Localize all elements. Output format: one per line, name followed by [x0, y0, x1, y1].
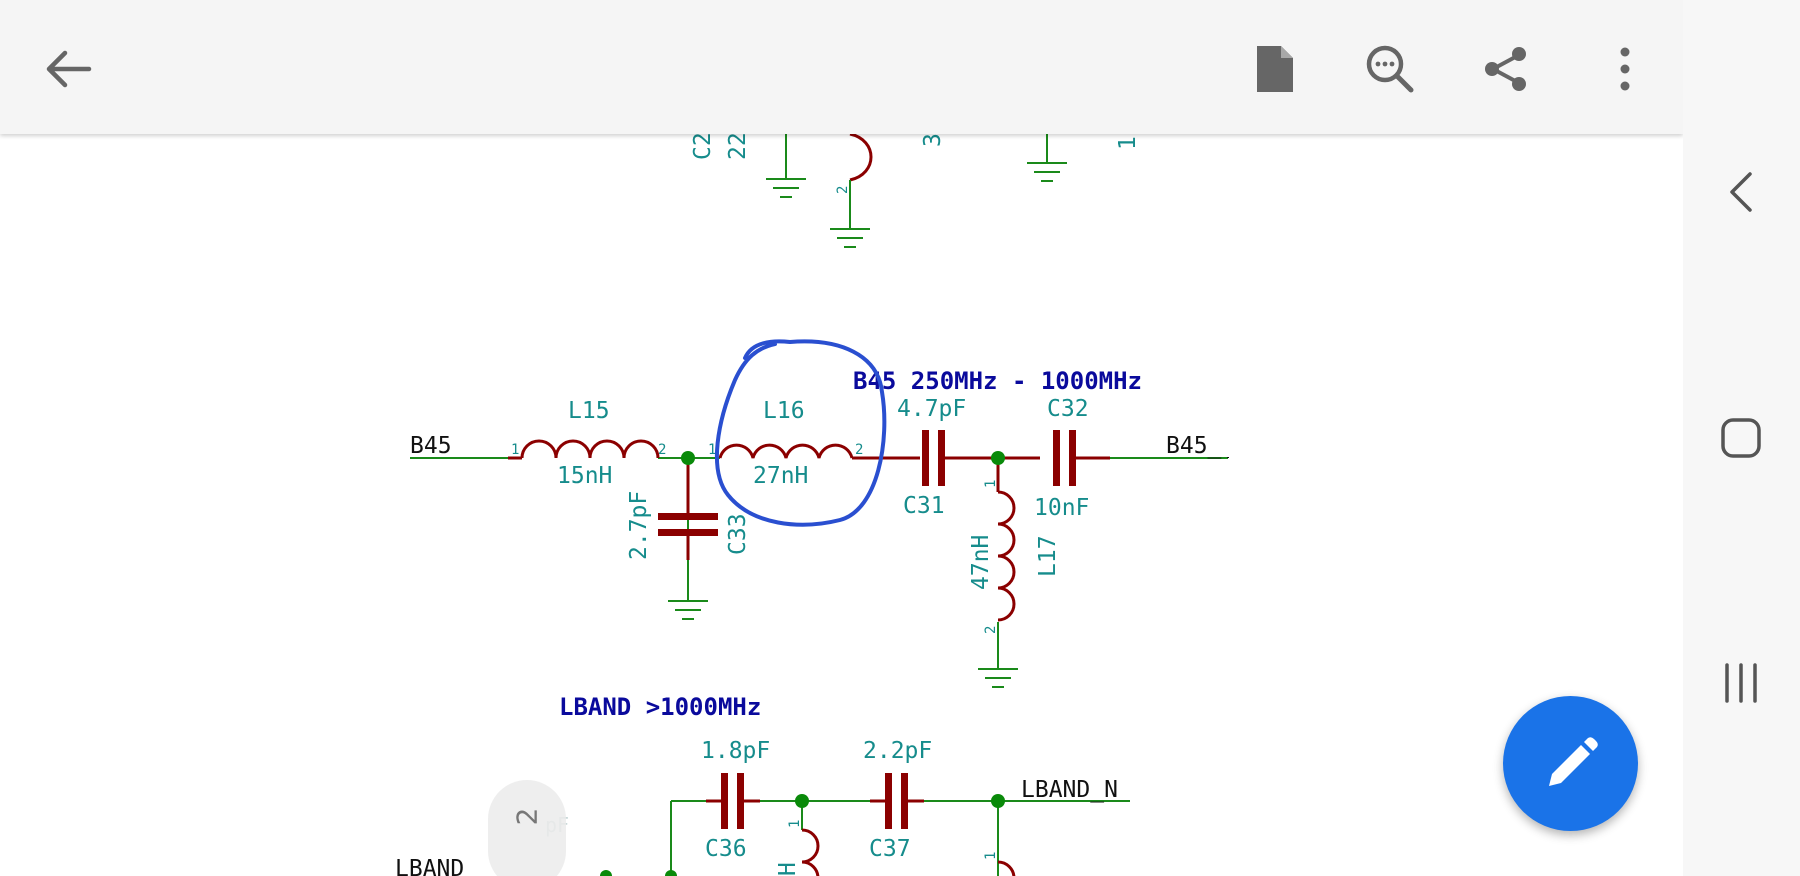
capacitor-c31: 4.7pF C31: [897, 396, 1040, 519]
l17-pin1: 1: [983, 480, 999, 488]
capacitor-c36: 1.8pF C36: [701, 738, 770, 862]
c33-ref: C33: [725, 513, 751, 555]
capacitor-c33: 2.7pF C33: [626, 458, 751, 560]
search-button[interactable]: [1358, 37, 1422, 101]
recents-icon: [1725, 663, 1757, 703]
l16-pin1: 1: [708, 442, 716, 458]
page-number: 2: [510, 807, 544, 826]
l17-ref: L17: [1035, 535, 1061, 577]
top-cap-ref: C2: [690, 132, 716, 160]
net-label-lband-in: LBAND: [395, 856, 464, 876]
top-inductor-pin: 2: [835, 186, 851, 194]
c37-ref: C37: [869, 836, 911, 862]
app-toolbar: [0, 0, 1683, 134]
c31-ref: C31: [903, 493, 945, 519]
b45-filter-section: B45 250MHz - 1000MHz L15 15nH 1: [410, 339, 1229, 688]
b45-section-title: B45 250MHz - 1000MHz: [853, 367, 1142, 395]
junction-dot: [665, 870, 677, 876]
back-button[interactable]: [36, 37, 100, 101]
lband-section-title: LBAND >1000MHz: [559, 693, 761, 721]
l16-ref: L16: [763, 398, 805, 424]
l16-pin2: 2: [855, 442, 863, 458]
c32-ref: C32: [1047, 396, 1089, 422]
c37-value: 2.2pF: [863, 738, 932, 764]
inductor-l15: L15 15nH 1 2: [508, 398, 666, 489]
pencil-icon: [1548, 736, 1598, 786]
home-square-icon: [1721, 418, 1761, 458]
share-button[interactable]: [1474, 37, 1538, 101]
hand-drawn-circle-annotation: [714, 339, 887, 527]
l15-value: 15nH: [557, 463, 612, 489]
l17-pin2: 2: [983, 626, 999, 634]
capacitor-c32: C32 10nF: [1034, 396, 1110, 521]
junction-dot: [991, 794, 1005, 808]
lband-pin-b: 1: [983, 852, 999, 860]
net-label-lband-out: LBAND_N: [1021, 777, 1118, 803]
net-label-b45-out: B45_: [1166, 433, 1222, 459]
junction-dot: [991, 451, 1005, 465]
document-button[interactable]: [1243, 37, 1307, 101]
l15-pin2: 2: [658, 442, 666, 458]
c32-value: 10nF: [1034, 495, 1089, 521]
system-recents-button[interactable]: [1703, 645, 1779, 721]
l16-value: 27nH: [753, 463, 808, 489]
c36-ref: C36: [705, 836, 747, 862]
search-icon: [1366, 45, 1414, 93]
c31-value: 4.7pF: [897, 396, 966, 422]
top-partial-label-a: 3: [920, 133, 946, 147]
top-partial-section: C2 22 2 3 1: [690, 132, 1141, 248]
net-label-b45-in: B45: [410, 433, 452, 459]
inductor-l17: 47nH L17 1 2: [968, 480, 1061, 634]
l17-value: 47nH: [968, 535, 994, 590]
inductor-l16: L16 27nH 1 2: [708, 398, 920, 489]
lband-pin-a: 1: [787, 820, 803, 828]
pdf-viewer: C2 22 2 3 1 B45 250MHz - 1000MHz: [0, 0, 1683, 876]
document-icon: [1257, 46, 1293, 92]
share-icon: [1485, 47, 1526, 91]
system-back-button[interactable]: [1703, 154, 1779, 230]
junction-dot: [600, 870, 612, 876]
capacitor-c37: 2.2pF C37: [863, 738, 932, 862]
schematic-canvas[interactable]: C2 22 2 3 1 B45 250MHz - 1000MHz: [0, 0, 1683, 876]
junction-dot: [681, 451, 695, 465]
more-vert-icon: [1620, 47, 1630, 91]
edit-button[interactable]: [1503, 696, 1638, 831]
system-navigation-bar: [1683, 0, 1800, 876]
l15-pin1: 1: [511, 442, 519, 458]
page-number-indicator[interactable]: 2: [488, 780, 566, 876]
system-home-button[interactable]: [1703, 400, 1779, 476]
junction-dot: [795, 794, 809, 808]
chevron-left-icon: [1730, 172, 1752, 212]
l15-ref: L15: [568, 398, 610, 424]
arrow-left-icon: [46, 50, 92, 88]
c36-value: 1.8pF: [701, 738, 770, 764]
more-options-button[interactable]: [1593, 37, 1657, 101]
top-cap-value: 22: [725, 132, 751, 160]
c33-value: 2.7pF: [626, 491, 652, 560]
lband-partial-inductor-label: H: [775, 862, 801, 876]
top-partial-label-b: 1: [1115, 136, 1141, 150]
